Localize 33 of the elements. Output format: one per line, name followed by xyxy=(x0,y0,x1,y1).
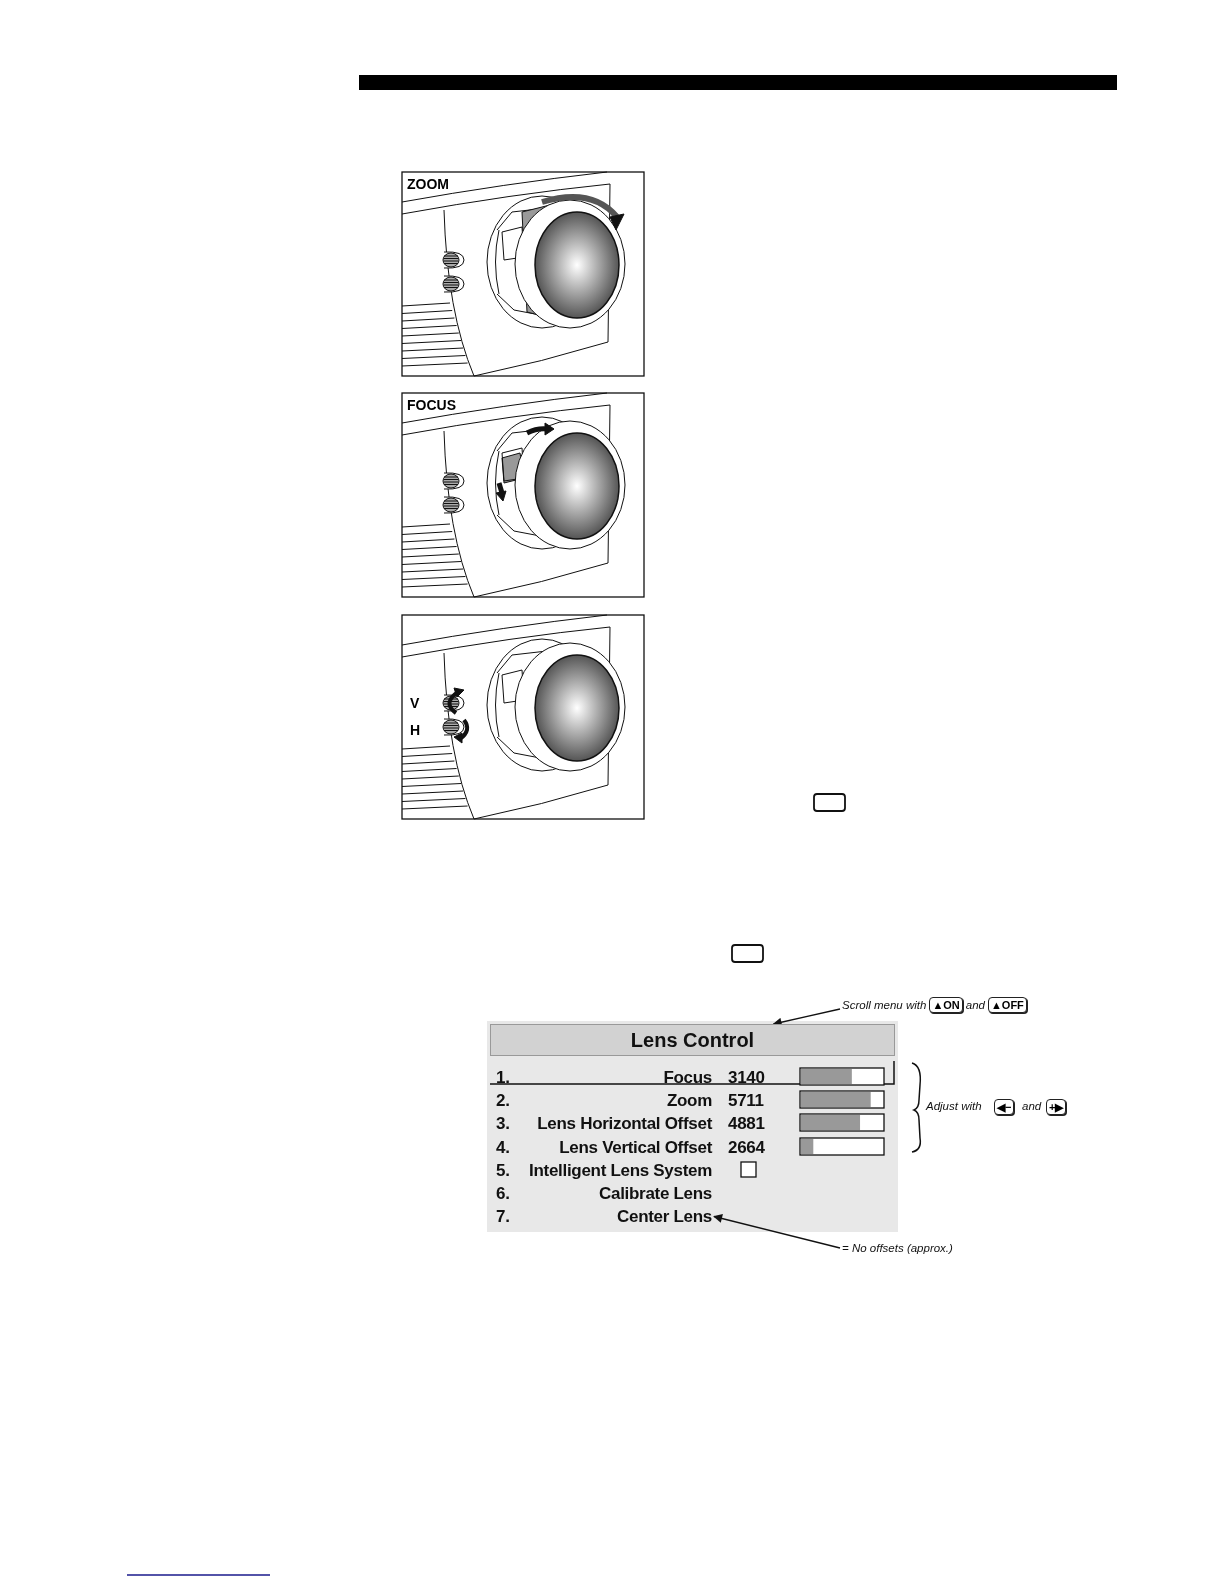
item-number: 3. xyxy=(496,1113,510,1135)
callout-text: = No offsets (approx.) xyxy=(842,1240,953,1256)
menu-item: Lens Vertical Offset xyxy=(558,1137,712,1159)
callout-text: Adjust with xyxy=(926,1100,982,1112)
menu-item: Intelligent Lens System xyxy=(528,1160,712,1182)
key-icon: +▶ xyxy=(1046,1099,1067,1115)
item-value: 4881 xyxy=(728,1113,765,1135)
item-number: 5. xyxy=(496,1160,510,1182)
menu-title-bar: Lens Control xyxy=(490,1024,895,1056)
item-value: 5711 xyxy=(728,1090,764,1112)
item-value: 3140 xyxy=(728,1067,765,1089)
knob-label: H xyxy=(410,722,421,738)
menu-item: Zoom xyxy=(665,1090,712,1112)
key-icon: ▲OFF xyxy=(987,997,1027,1013)
item-number: 4. xyxy=(496,1137,510,1159)
knob-label: V xyxy=(410,695,420,711)
item-number: 1. xyxy=(496,1067,510,1089)
key-icon: ▲ON xyxy=(929,997,963,1013)
key-icon: ◀− xyxy=(994,1099,1015,1115)
callout-text: and xyxy=(965,999,985,1011)
item-number: 7. xyxy=(496,1206,510,1228)
item-value: 2664 xyxy=(728,1137,765,1159)
menu-item: Calibrate Lens xyxy=(598,1183,712,1205)
item-number: 6. xyxy=(496,1183,510,1205)
menu-item: Lens Horizontal Offset xyxy=(536,1113,712,1135)
callout-text: Scroll menu with xyxy=(842,999,927,1011)
menu-item: Focus xyxy=(662,1067,712,1089)
item-number: 2. xyxy=(496,1090,510,1112)
panel-title: ZOOM xyxy=(407,176,449,192)
callout-text: and xyxy=(1022,1100,1042,1112)
menu-item: Center Lens xyxy=(560,1205,712,1228)
arrow xyxy=(713,1214,841,1249)
panel-title: FOCUS xyxy=(407,397,456,413)
